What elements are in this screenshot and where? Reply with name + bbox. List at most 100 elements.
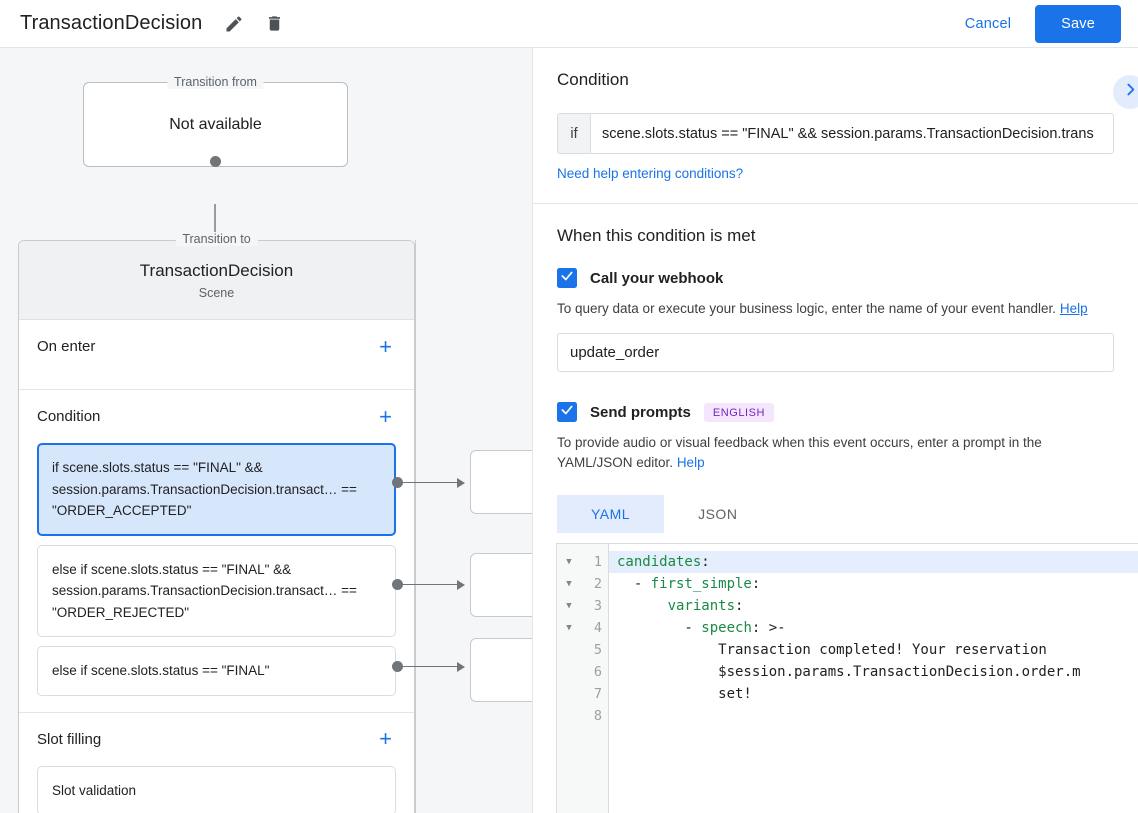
condition-1-connector-line bbox=[403, 584, 461, 585]
send-prompts-description-text: To provide audio or visual feedback when… bbox=[557, 435, 1042, 470]
trash-icon bbox=[265, 14, 284, 33]
save-button[interactable]: Save bbox=[1035, 4, 1121, 43]
transition-to-legend: Transition to bbox=[175, 232, 258, 246]
check-icon bbox=[560, 403, 574, 422]
webhook-help-link[interactable]: Help bbox=[1059, 301, 1088, 316]
code-line[interactable]: - speech: >- bbox=[617, 620, 786, 636]
tab-json[interactable]: JSON bbox=[698, 506, 738, 522]
when-condition-met-section: When this condition is met Call your web… bbox=[533, 204, 1138, 533]
edit-scene-button[interactable] bbox=[222, 12, 246, 36]
condition-0-connector-line bbox=[403, 482, 461, 483]
pencil-icon bbox=[224, 14, 244, 34]
scene-card-name: TransactionDecision bbox=[139, 260, 294, 280]
webhook-description: To query data or execute your business l… bbox=[557, 299, 1114, 319]
line-number: 1 bbox=[593, 554, 602, 570]
header-actions: Cancel Save bbox=[951, 4, 1121, 43]
slot-validation-card[interactable]: Slot validation bbox=[37, 765, 396, 813]
code-line[interactable]: set! bbox=[617, 686, 752, 702]
page-title: TransactionDecision bbox=[20, 12, 203, 34]
if-prefix-label: if bbox=[558, 114, 591, 153]
condition-2-connector-line bbox=[403, 666, 461, 667]
code-line[interactable]: candidates: bbox=[609, 551, 1138, 573]
condition-field[interactable]: if bbox=[557, 113, 1114, 154]
code-line[interactable]: variants: bbox=[667, 598, 744, 614]
transition-from-legend: Transition from bbox=[167, 75, 264, 89]
line-number: 8 bbox=[593, 708, 602, 724]
add-condition-button[interactable]: + bbox=[379, 403, 392, 429]
fold-spacer bbox=[557, 639, 581, 661]
line-number: 3 bbox=[593, 598, 602, 614]
code-line[interactable]: $session.params.TransactionDecision.orde… bbox=[617, 664, 1081, 680]
add-slot-filling-button[interactable]: + bbox=[379, 726, 392, 751]
section-slot-filling: Slot filling + Slot validation bbox=[19, 713, 414, 813]
fold-toggle-icon[interactable]: ▼ bbox=[566, 557, 572, 567]
fold-toggle-icon[interactable]: ▼ bbox=[566, 601, 572, 611]
cancel-button[interactable]: Cancel bbox=[951, 7, 1025, 41]
code-line[interactable]: Transaction completed! Your reservation bbox=[617, 642, 1047, 658]
language-badge: ENGLISH bbox=[703, 402, 774, 422]
line-number: 2 bbox=[593, 576, 602, 592]
condition-card-2[interactable]: else if scene.slots.status == "FINAL" bbox=[37, 646, 396, 696]
webhook-checkbox[interactable] bbox=[557, 268, 577, 288]
webhook-checkbox-row[interactable]: Call your webhook bbox=[557, 268, 1114, 288]
tab-yaml[interactable]: YAML bbox=[557, 495, 665, 533]
fold-spacer bbox=[557, 705, 581, 727]
fold-toggle-icon[interactable]: ▼ bbox=[566, 623, 572, 633]
add-on-enter-button[interactable]: + bbox=[379, 333, 392, 359]
scene-card-header[interactable]: TransactionDecision Scene bbox=[19, 241, 414, 320]
transition-from-connector-dot bbox=[210, 156, 221, 167]
editor-fold-gutter[interactable]: ▼ ▼ ▼ ▼ bbox=[557, 544, 581, 813]
fold-spacer bbox=[557, 683, 581, 705]
condition-heading: Condition bbox=[557, 70, 629, 89]
prompts-help-link[interactable]: Help bbox=[676, 455, 705, 470]
condition-0-connector-dot bbox=[392, 477, 403, 488]
condition-card-0[interactable]: if scene.slots.status == "FINAL" && sess… bbox=[37, 443, 396, 536]
webhook-description-text: To query data or execute your business l… bbox=[557, 301, 1057, 316]
editor-format-tabs: YAML JSON bbox=[557, 495, 1114, 533]
webhook-handler-input[interactable] bbox=[557, 333, 1114, 372]
condition-section: Condition if Need help entering conditio… bbox=[533, 48, 1138, 204]
condition-1-connector-dot bbox=[392, 579, 403, 590]
send-prompts-label: Send prompts bbox=[590, 403, 691, 421]
condition-2-target-box[interactable] bbox=[470, 638, 532, 702]
section-title-condition: Condition bbox=[37, 408, 101, 425]
app-header: TransactionDecision Cancel Save bbox=[0, 0, 1138, 48]
send-prompts-checkbox[interactable] bbox=[557, 402, 577, 422]
scene-graph-canvas[interactable]: Transition from Not available Transition… bbox=[0, 48, 532, 813]
condition-help-link[interactable]: Need help entering conditions? bbox=[557, 166, 744, 181]
condition-card-1[interactable]: else if scene.slots.status == "FINAL" &&… bbox=[37, 544, 396, 637]
condition-input[interactable] bbox=[591, 114, 1113, 153]
delete-scene-button[interactable] bbox=[262, 12, 286, 36]
collapse-panel-button[interactable] bbox=[1113, 75, 1138, 109]
editor-code-area[interactable]: candidates: - first_simple: variants: - … bbox=[609, 544, 1138, 813]
condition-2-arrow-icon bbox=[457, 662, 465, 672]
condition-0-arrow-icon bbox=[457, 478, 465, 488]
section-title-on-enter: On enter bbox=[37, 338, 96, 355]
send-prompts-description: To provide audio or visual feedback when… bbox=[557, 433, 1114, 473]
condition-2-connector-dot bbox=[392, 661, 403, 672]
check-icon bbox=[560, 269, 574, 288]
section-title-slot-filling: Slot filling bbox=[37, 730, 102, 748]
transition-from-value: Not available bbox=[169, 115, 262, 133]
webhook-label: Call your webhook bbox=[590, 269, 724, 287]
scene-card-type: Scene bbox=[198, 285, 235, 300]
line-number: 7 bbox=[593, 686, 602, 702]
section-on-enter: On enter + bbox=[19, 320, 414, 390]
canvas-vertical-rule bbox=[415, 240, 416, 813]
line-number: 5 bbox=[593, 642, 602, 658]
condition-1-target-box[interactable] bbox=[470, 553, 532, 617]
line-number: 6 bbox=[593, 664, 602, 680]
code-line[interactable] bbox=[609, 705, 1138, 727]
scene-card: Transition to TransactionDecision Scene … bbox=[18, 232, 415, 813]
condition-1-arrow-icon bbox=[457, 580, 465, 590]
fold-spacer bbox=[557, 661, 581, 683]
when-met-heading: When this condition is met bbox=[557, 226, 756, 245]
transition-from-card: Transition from Not available bbox=[83, 75, 348, 167]
code-line[interactable]: - first_simple: bbox=[617, 576, 761, 592]
send-prompts-checkbox-row[interactable]: Send prompts ENGLISH bbox=[557, 402, 1114, 422]
fold-toggle-icon[interactable]: ▼ bbox=[566, 579, 572, 589]
condition-0-target-box[interactable] bbox=[470, 450, 532, 514]
chevron-right-icon bbox=[1122, 81, 1138, 103]
